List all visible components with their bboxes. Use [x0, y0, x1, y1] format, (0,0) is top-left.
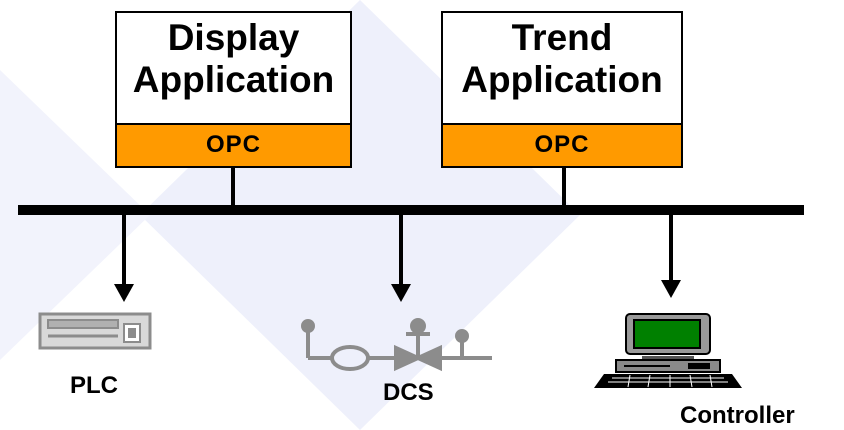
- trend-application-title: Trend Application: [443, 17, 681, 101]
- valve-icon: [301, 318, 492, 372]
- display-application-title: Display Application: [117, 17, 350, 101]
- display-opc-band: OPC: [117, 123, 350, 166]
- arrow-to-controller: [661, 212, 681, 298]
- network-bus: [18, 205, 804, 215]
- controller-label: Controller: [680, 402, 795, 429]
- display-title-line2: Application: [132, 59, 335, 100]
- trend-bus-connector: [562, 168, 566, 208]
- display-bus-connector: [231, 168, 235, 208]
- arrow-to-dcs: [391, 212, 411, 302]
- arrow-to-plc: [114, 212, 134, 302]
- display-application-box: Display Application OPC: [115, 11, 352, 168]
- display-title-line1: Display: [167, 17, 300, 58]
- plc-icon: [38, 312, 152, 350]
- plc-label: PLC: [70, 372, 118, 399]
- computer-icon: [594, 313, 742, 388]
- trend-title-line1: Trend: [511, 17, 613, 58]
- trend-application-box: Trend Application OPC: [441, 11, 683, 168]
- trend-opc-band: OPC: [443, 123, 681, 166]
- dcs-label: DCS: [383, 379, 434, 406]
- trend-title-line2: Application: [461, 59, 663, 100]
